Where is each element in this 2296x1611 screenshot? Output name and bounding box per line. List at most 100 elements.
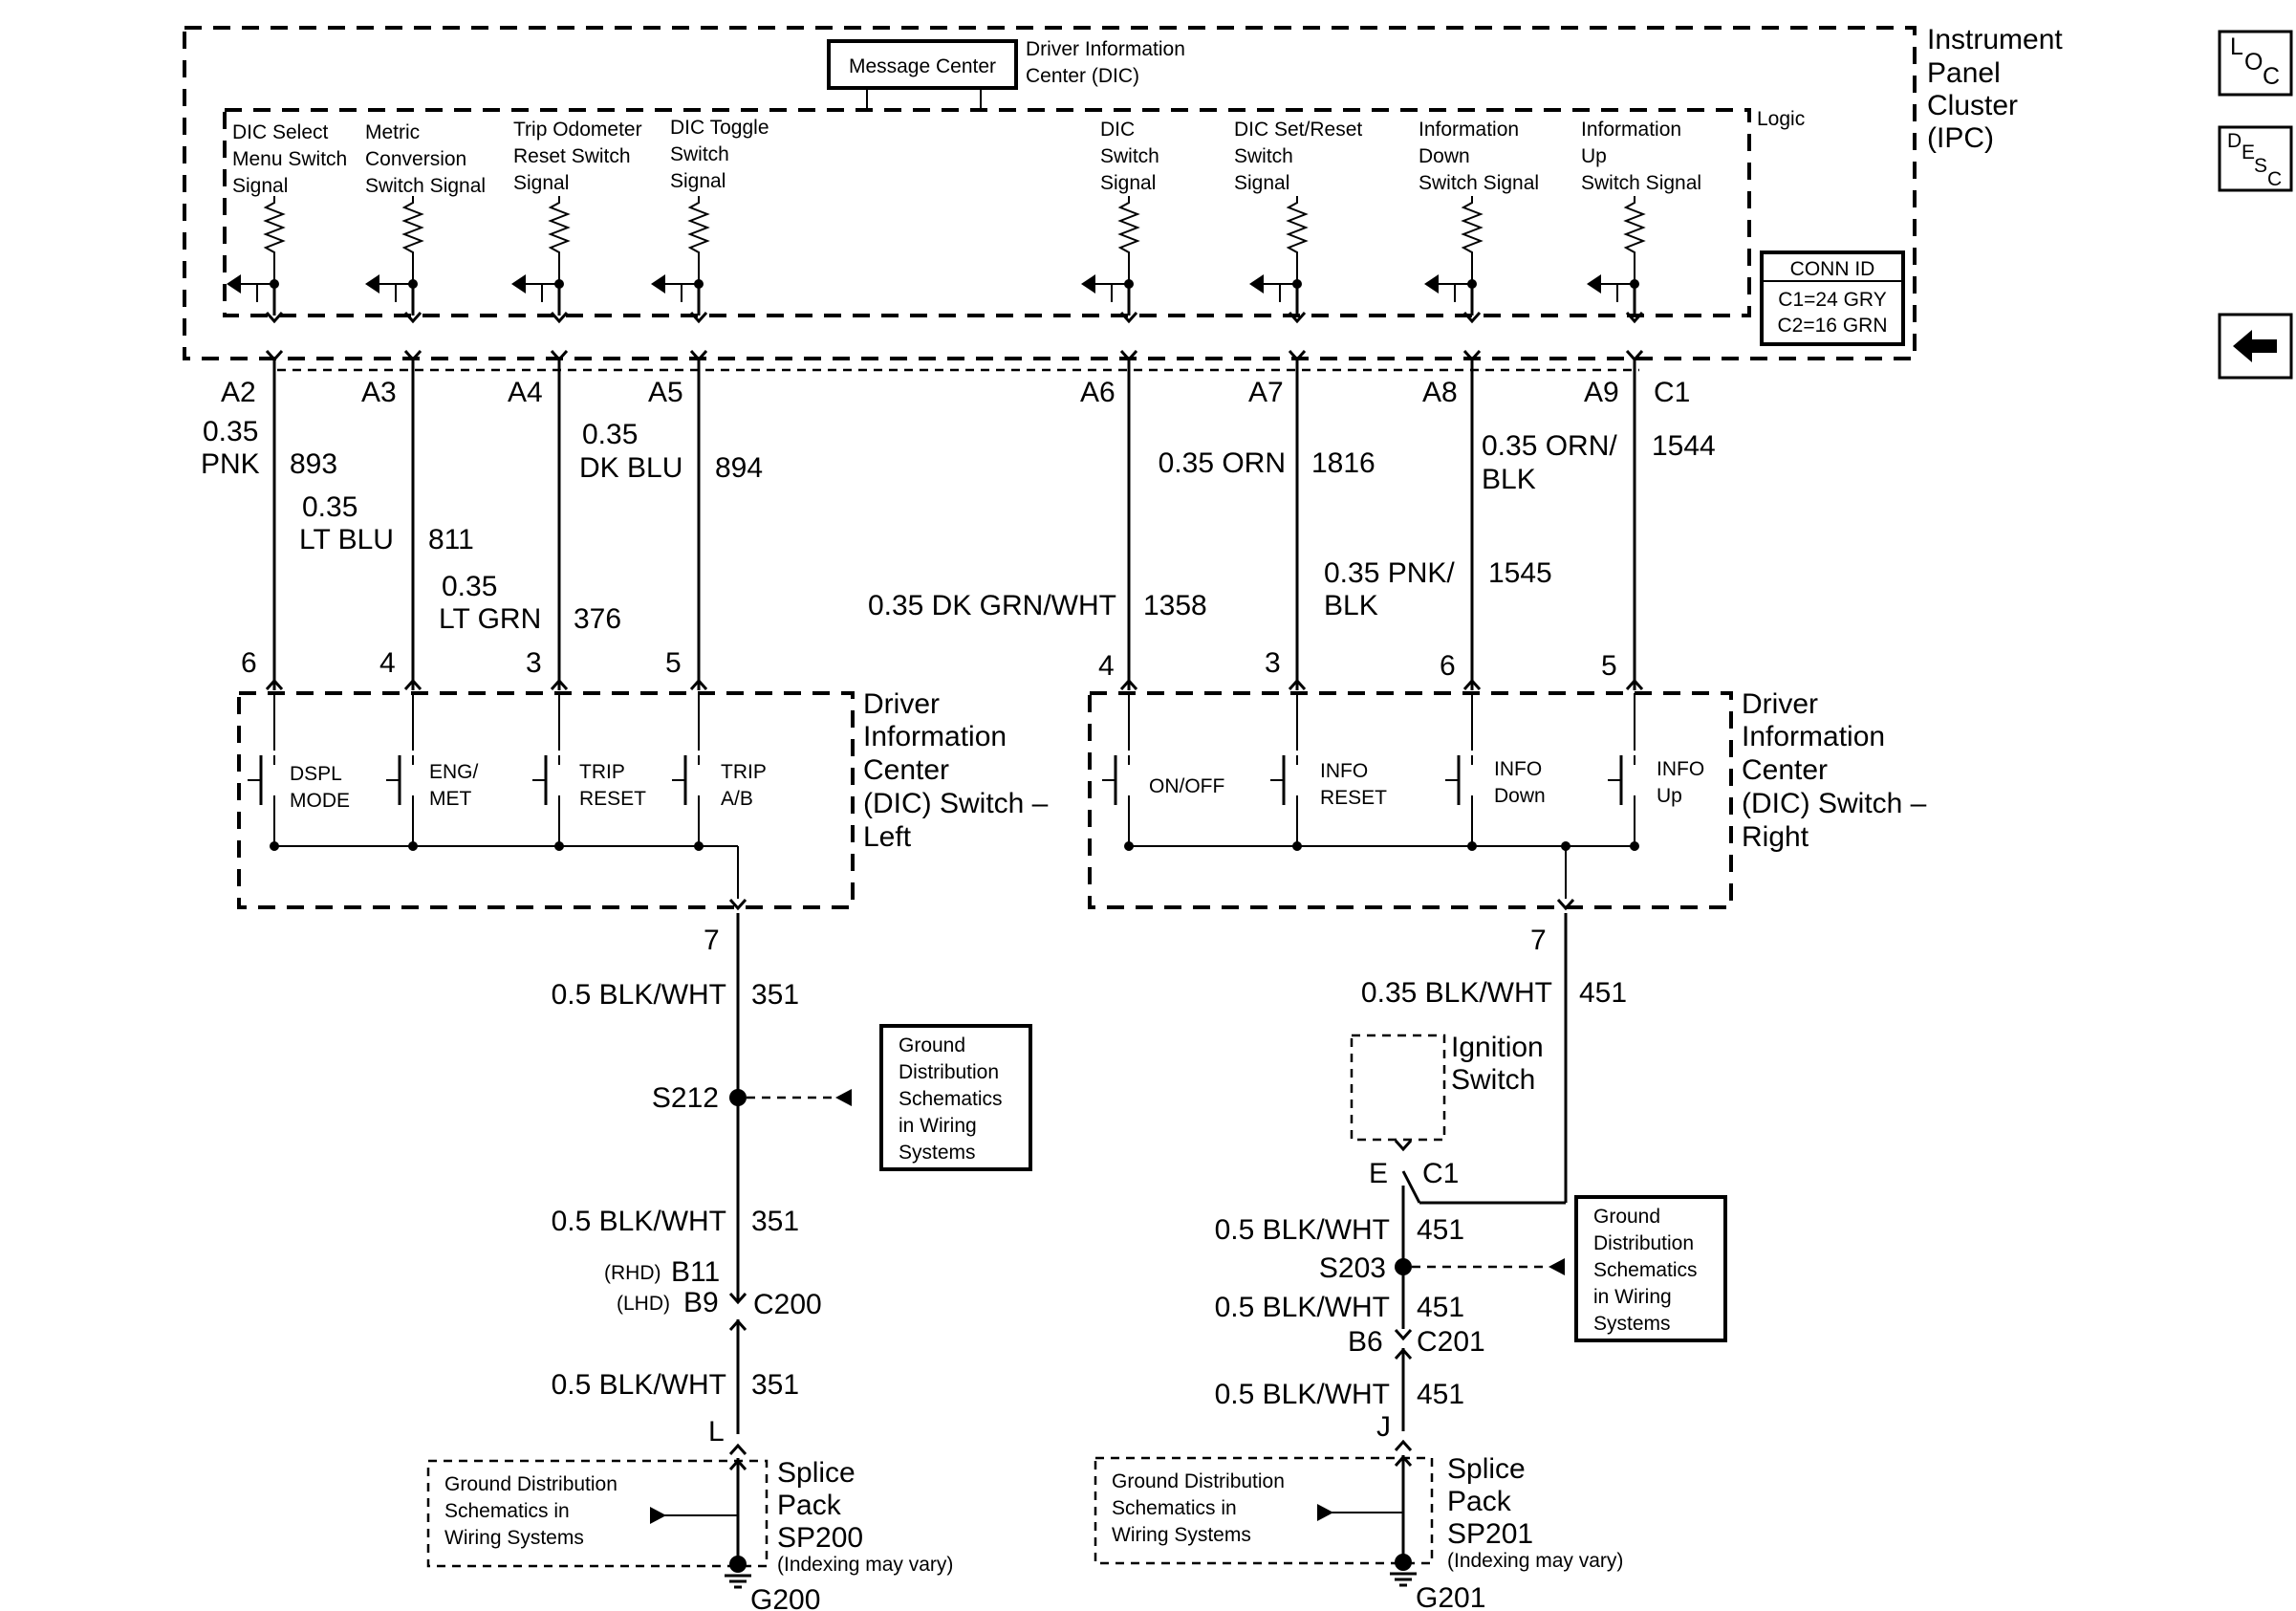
svg-text:L: L xyxy=(2230,33,2243,60)
message-center-box xyxy=(827,39,1018,90)
btn-info-reset-1: INFO xyxy=(1320,760,1368,782)
signal-label-8c: Switch Signal xyxy=(1581,172,1701,194)
sp201-outline xyxy=(1094,1456,1434,1565)
btn-trip-ab-2: A/B xyxy=(721,788,753,810)
left-wire2: 0.5 BLK/WHT xyxy=(552,1206,726,1237)
circuit-376: 376 xyxy=(574,603,621,635)
pin-a4: A4 xyxy=(508,377,543,408)
sp201-chevron-inner xyxy=(1394,1454,1413,1467)
pullup-resistor-4 xyxy=(687,196,710,287)
pin-b11: B11 xyxy=(671,1256,720,1288)
sp200-label-2: Pack xyxy=(777,1490,842,1521)
right-circuit4: 451 xyxy=(1417,1379,1464,1410)
svg-text:C: C xyxy=(2267,168,2282,190)
logic-outline xyxy=(223,108,1751,317)
btn-info-reset-2: RESET xyxy=(1320,787,1387,809)
switch-pin-5-left: 5 xyxy=(665,647,682,679)
sp201-arrow-icon xyxy=(1317,1504,1333,1521)
sp200-arrow-icon xyxy=(650,1507,666,1524)
left-switch-outline xyxy=(237,691,855,909)
sp200-label-3: SP200 xyxy=(777,1522,863,1554)
ipc-title-line1: Instrument xyxy=(1927,24,2063,55)
pin-a8: A8 xyxy=(1422,377,1458,408)
signal-label-1a: DIC Select xyxy=(232,121,329,143)
left-circuit1: 351 xyxy=(751,979,799,1011)
signal-arrow-icon-4 xyxy=(651,274,665,294)
s212-ref-box xyxy=(879,1024,1032,1171)
pin-b9: B9 xyxy=(683,1287,719,1318)
splice-s203 xyxy=(1395,1258,1412,1275)
btn-info-up-1: INFO xyxy=(1657,758,1704,780)
back-button[interactable] xyxy=(2218,313,2293,380)
circuit-811: 811 xyxy=(428,524,474,555)
ignition-pin-e: E xyxy=(1369,1158,1388,1189)
right-ground-chevron xyxy=(1556,899,1575,911)
right-switch-title-1: Driver xyxy=(1742,688,1818,720)
wire-gauge-893: 0.35 xyxy=(203,416,258,447)
pin-a3: A3 xyxy=(361,377,397,408)
splice-s212-label: S212 xyxy=(652,1082,719,1114)
wire-1545-line1: 0.35 PNK/ xyxy=(1324,557,1455,589)
btn-on-off: ON/OFF xyxy=(1149,775,1224,797)
svg-text:O: O xyxy=(2244,49,2263,76)
dic-label-line1: Driver Information xyxy=(1026,38,1185,60)
splice-s203-label: S203 xyxy=(1319,1252,1386,1284)
s203-arrow-icon xyxy=(1549,1258,1565,1275)
pin-a9: A9 xyxy=(1584,377,1619,408)
right-wire2: 0.5 BLK/WHT xyxy=(1215,1214,1390,1246)
wire-1358: 0.35 DK GRN/WHT xyxy=(868,590,1116,621)
sp201-indexing: (Indexing may vary) xyxy=(1447,1550,1623,1572)
switch-pin-4-right: 4 xyxy=(1098,650,1115,682)
s212-ref-2: Distribution xyxy=(899,1061,999,1083)
signal-label-8a: Information xyxy=(1581,119,1681,141)
ipc-title-line4: (IPC) xyxy=(1927,122,1994,154)
circuit-1544: 1544 xyxy=(1652,430,1716,462)
left-wire1: 0.5 BLK/WHT xyxy=(552,979,726,1011)
rhd-label: (RHD) xyxy=(604,1262,661,1284)
signal-label-4b: Switch xyxy=(670,143,729,165)
signal-label-5c: Signal xyxy=(1100,172,1156,194)
s203-ref-1: Ground xyxy=(1593,1206,1660,1228)
desc-button[interactable]: D E S C xyxy=(2218,125,2293,192)
signal-label-3c: Signal xyxy=(513,172,569,194)
logic-pin-chevron-8 xyxy=(1625,312,1644,324)
pullup-resistor-2 xyxy=(401,196,424,287)
sp200-indexing: (Indexing may vary) xyxy=(777,1554,953,1576)
sp201-ground-dot xyxy=(1395,1554,1412,1571)
signal-label-7c: Switch Signal xyxy=(1419,172,1539,194)
pullup-resistor-8 xyxy=(1623,196,1646,287)
s203-ref-3: Schematics xyxy=(1593,1259,1698,1281)
left-circuit3: 351 xyxy=(751,1369,799,1401)
c200-chevron-top xyxy=(728,1293,747,1305)
s203-ref-2: Distribution xyxy=(1593,1232,1694,1254)
c200-chevron-bottom xyxy=(728,1318,747,1331)
signal-label-7b: Down xyxy=(1419,145,1470,167)
splice-s212 xyxy=(729,1089,747,1106)
circuit-1358: 1358 xyxy=(1143,590,1207,621)
loc-button[interactable]: L O C xyxy=(2218,30,2293,97)
signal-label-2c: Switch Signal xyxy=(365,175,486,197)
right-circuit2: 451 xyxy=(1417,1214,1464,1246)
connector-c200: C200 xyxy=(753,1289,822,1320)
dic-label-line2: Center (DIC) xyxy=(1026,65,1139,87)
signal-label-5b: Switch xyxy=(1100,145,1159,167)
wire-1816: 0.35 ORN xyxy=(1159,447,1286,479)
svg-text:S: S xyxy=(2254,155,2267,177)
loc-icon[interactable] xyxy=(2218,30,2293,97)
ignition-pin-c1: C1 xyxy=(1422,1158,1459,1189)
wire-color-893: PNK xyxy=(201,448,260,480)
sp200-chevron-outer xyxy=(728,1443,747,1455)
ipc-title-line2: Panel xyxy=(1927,57,2001,89)
left-switch-title-1: Driver xyxy=(863,688,940,720)
wire-gauge-894: 0.35 xyxy=(582,419,638,450)
left-ground-chevron xyxy=(728,899,747,911)
wire-color-376: LT GRN xyxy=(439,603,541,635)
circuit-1545: 1545 xyxy=(1488,557,1552,589)
signal-label-3a: Trip Odometer xyxy=(513,119,642,141)
lhd-label: (LHD) xyxy=(617,1293,670,1315)
signal-arrow-icon-7 xyxy=(1424,274,1439,294)
desc-icon[interactable] xyxy=(2218,125,2293,192)
right-ground-path: 7 0.35 BLK/WHT 451 Ignition Switch E C1 … xyxy=(1094,913,1727,1611)
signal-arrow-icon-1 xyxy=(227,274,241,294)
